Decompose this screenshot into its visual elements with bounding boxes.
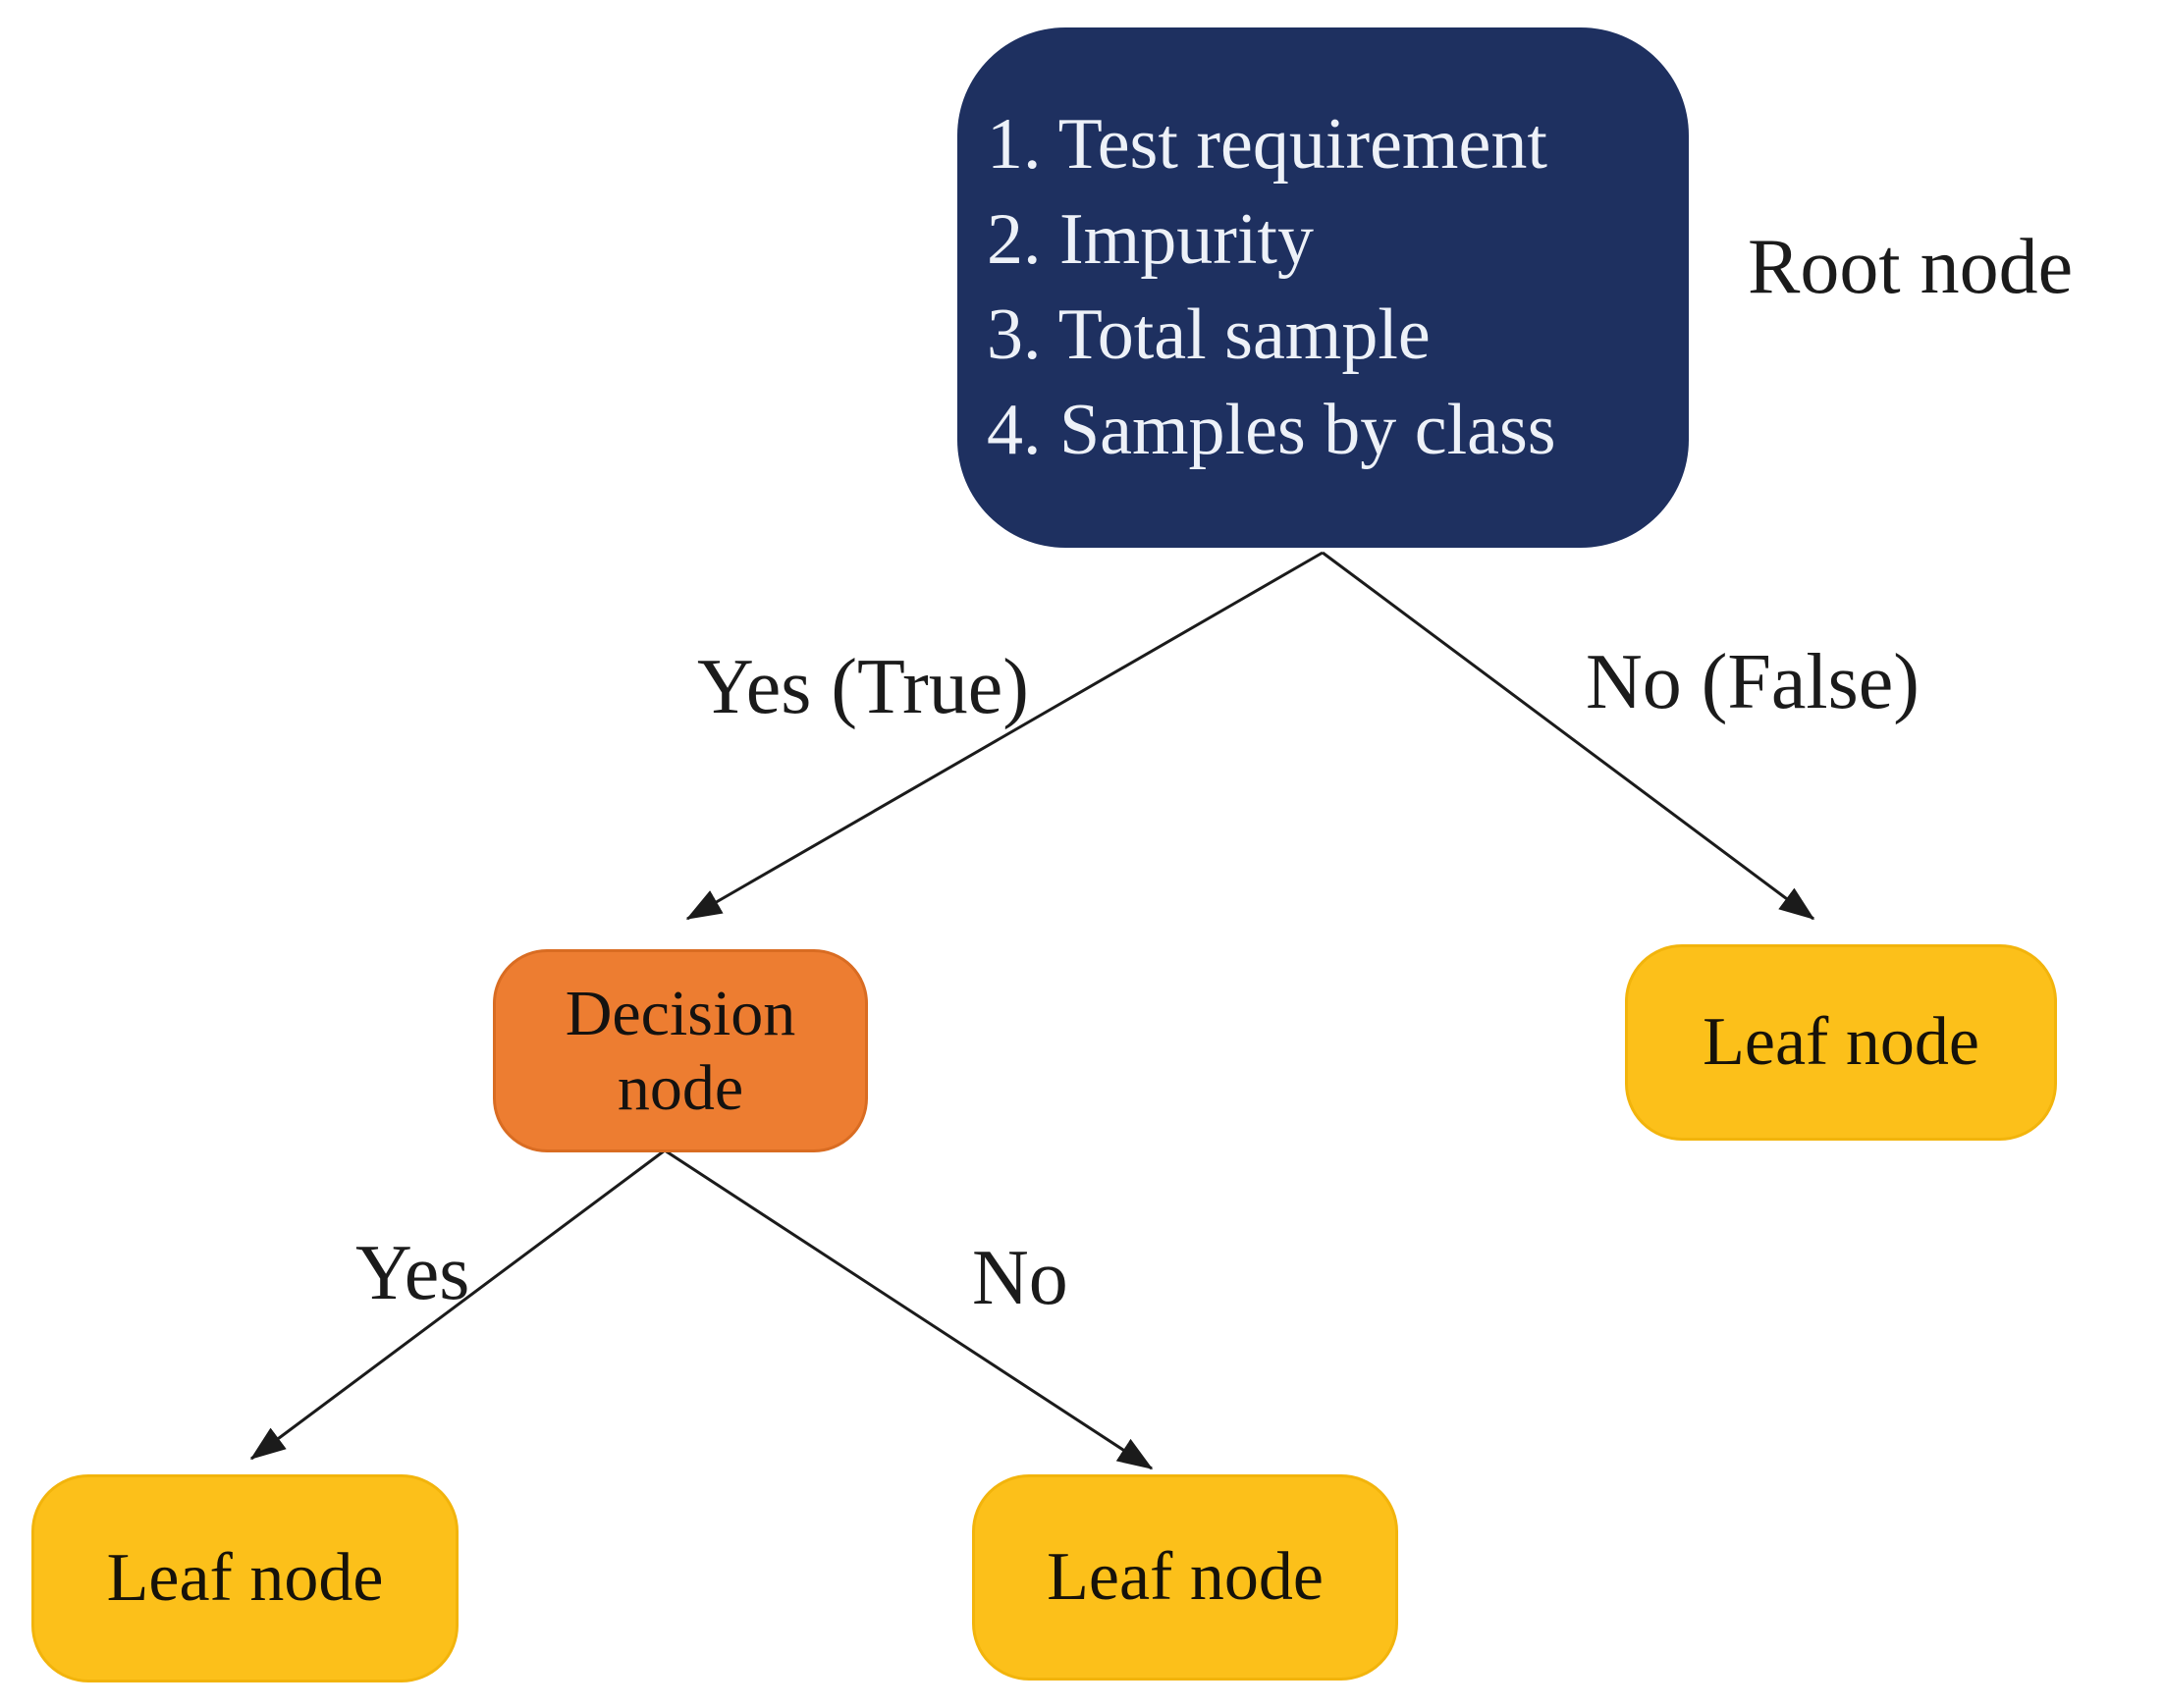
edge-decision-to-mid-leaf xyxy=(664,1148,1154,1470)
edge-decision-to-left-leaf xyxy=(249,1148,666,1461)
edge-label-no: No xyxy=(972,1235,1068,1321)
edge-label-yes: Yes xyxy=(355,1230,470,1316)
root-node-label: Root node xyxy=(1748,224,2074,310)
edge-label-no-false: No (False) xyxy=(1586,639,1920,725)
root-criterion-4: 4. Samples by class xyxy=(987,390,1556,470)
root-node-box: 1. Test requirement 2. Impurity 3. Total… xyxy=(957,27,1689,548)
edge-root-to-decision xyxy=(685,551,1324,921)
edge-label-yes-true: Yes (True) xyxy=(697,644,1029,730)
root-criterion-2: 2. Impurity xyxy=(987,199,1314,280)
leaf-node-bottom-left-box: Leaf node xyxy=(31,1474,459,1682)
leaf-node-bottom-middle-label: Leaf node xyxy=(1047,1539,1324,1615)
decision-node-box: Decision node xyxy=(493,949,868,1152)
decision-node-label: Decision node xyxy=(565,977,796,1124)
root-criterion-1: 1. Test requirement xyxy=(987,104,1547,185)
leaf-node-bottom-middle-box: Leaf node xyxy=(972,1474,1398,1681)
edge-root-to-right-leaf xyxy=(1322,551,1815,921)
root-node-criteria-list: 1. Test requirement 2. Impurity 3. Total… xyxy=(987,97,1556,478)
leaf-node-right-box: Leaf node xyxy=(1625,944,2057,1141)
root-criterion-3: 3. Total sample xyxy=(987,294,1431,375)
leaf-node-bottom-left-label: Leaf node xyxy=(106,1540,384,1616)
leaf-node-right-label: Leaf node xyxy=(1703,1004,1979,1080)
